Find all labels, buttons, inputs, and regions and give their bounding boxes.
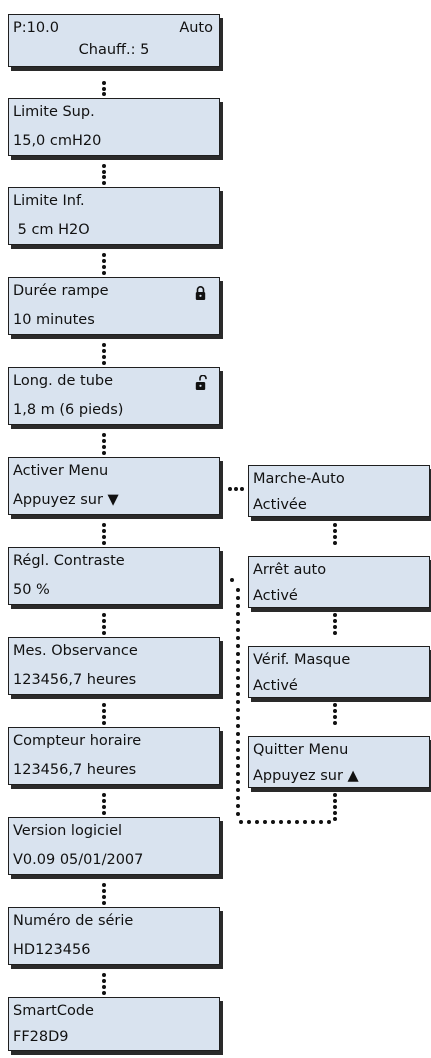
status-display-panel: P:10.0 Auto Chauff.: 5 <box>8 14 220 67</box>
menu-panel-hour-counter: Compteur horaire 123456,7 heures <box>8 727 220 785</box>
menu-panel-value: FF28D9 <box>13 1029 69 1045</box>
submenu-panel-auto-on: Marche-Auto Activée <box>248 465 430 517</box>
menu-panel-compliance: Mes. Observance 123456,7 heures <box>8 637 220 695</box>
menu-panel-value: 50 % <box>13 582 50 598</box>
submenu-panel-exit-menu: Quitter Menu Appuyez sur ▲ <box>248 736 430 788</box>
menu-panel-value: 15,0 cmH20 <box>13 133 102 149</box>
menu-panel-value: 10 minutes <box>13 312 95 328</box>
menu-panel-title: Arrêt auto <box>253 562 327 578</box>
menu-panel-title: Activer Menu <box>13 463 109 479</box>
menu-panel-upper-limit: Limite Sup. 15,0 cmH20 <box>8 98 220 156</box>
menu-panel-smartcode: SmartCode FF28D9 <box>8 997 220 1051</box>
menu-panel-value: Appuyez sur ▼ <box>13 492 119 508</box>
menu-panel-title: Long. de tube <box>13 373 114 389</box>
menu-panel-value: Activé <box>253 678 298 694</box>
menu-panel-value: HD123456 <box>13 942 91 958</box>
menu-panel-value: 5 cm H2O <box>13 222 90 238</box>
menu-panel-title: Version logiciel <box>13 823 123 839</box>
menu-panel-value: 123456,7 heures <box>13 672 137 688</box>
menu-panel-contrast: Régl. Contraste 50 % <box>8 547 220 605</box>
menu-panel-value: 123456,7 heures <box>13 762 137 778</box>
menu-panel-software-version: Version logiciel V0.09 05/01/2007 <box>8 817 220 875</box>
menu-panel-title: Durée rampe <box>13 283 109 299</box>
menu-panel-title: Régl. Contraste <box>13 553 125 569</box>
menu-panel-value: V0.09 05/01/2007 <box>13 852 144 868</box>
humidifier-readout: Chauff.: 5 <box>78 42 150 58</box>
menu-panel-title: Quitter Menu <box>253 742 349 758</box>
mode-readout: Auto <box>179 20 213 36</box>
menu-panel-value: Appuyez sur ▲ <box>253 768 359 784</box>
menu-panel-value: 1,8 m (6 pieds) <box>13 402 124 418</box>
menu-panel-activate-menu: Activer Menu Appuyez sur ▼ <box>8 457 220 515</box>
menu-panel-title: Numéro de série <box>13 913 134 929</box>
menu-panel-ramp-duration: Durée rampe 10 minutes <box>8 277 220 335</box>
menu-panel-title: SmartCode <box>13 1003 94 1019</box>
lock-closed-icon <box>195 286 206 300</box>
submenu-panel-mask-check: Vérif. Masque Activé <box>248 646 430 698</box>
menu-panel-lower-limit: Limite Inf. 5 cm H2O <box>8 187 220 245</box>
menu-panel-title: Vérif. Masque <box>253 652 351 668</box>
menu-panel-value: Activé <box>253 588 298 604</box>
menu-panel-title: Marche-Auto <box>253 471 345 487</box>
lock-open-icon <box>195 375 207 390</box>
menu-panel-serial-number: Numéro de série HD123456 <box>8 907 220 965</box>
submenu-panel-auto-off: Arrêt auto Activé <box>248 556 430 608</box>
menu-panel-value: Activée <box>253 497 307 513</box>
menu-panel-title: Compteur horaire <box>13 733 142 749</box>
menu-panel-tube-length: Long. de tube 1,8 m (6 pieds) <box>8 367 220 425</box>
menu-panel-title: Limite Inf. <box>13 193 85 209</box>
menu-panel-title: Mes. Observance <box>13 643 138 659</box>
pressure-readout: P:10.0 <box>13 20 59 36</box>
menu-panel-title: Limite Sup. <box>13 104 95 120</box>
